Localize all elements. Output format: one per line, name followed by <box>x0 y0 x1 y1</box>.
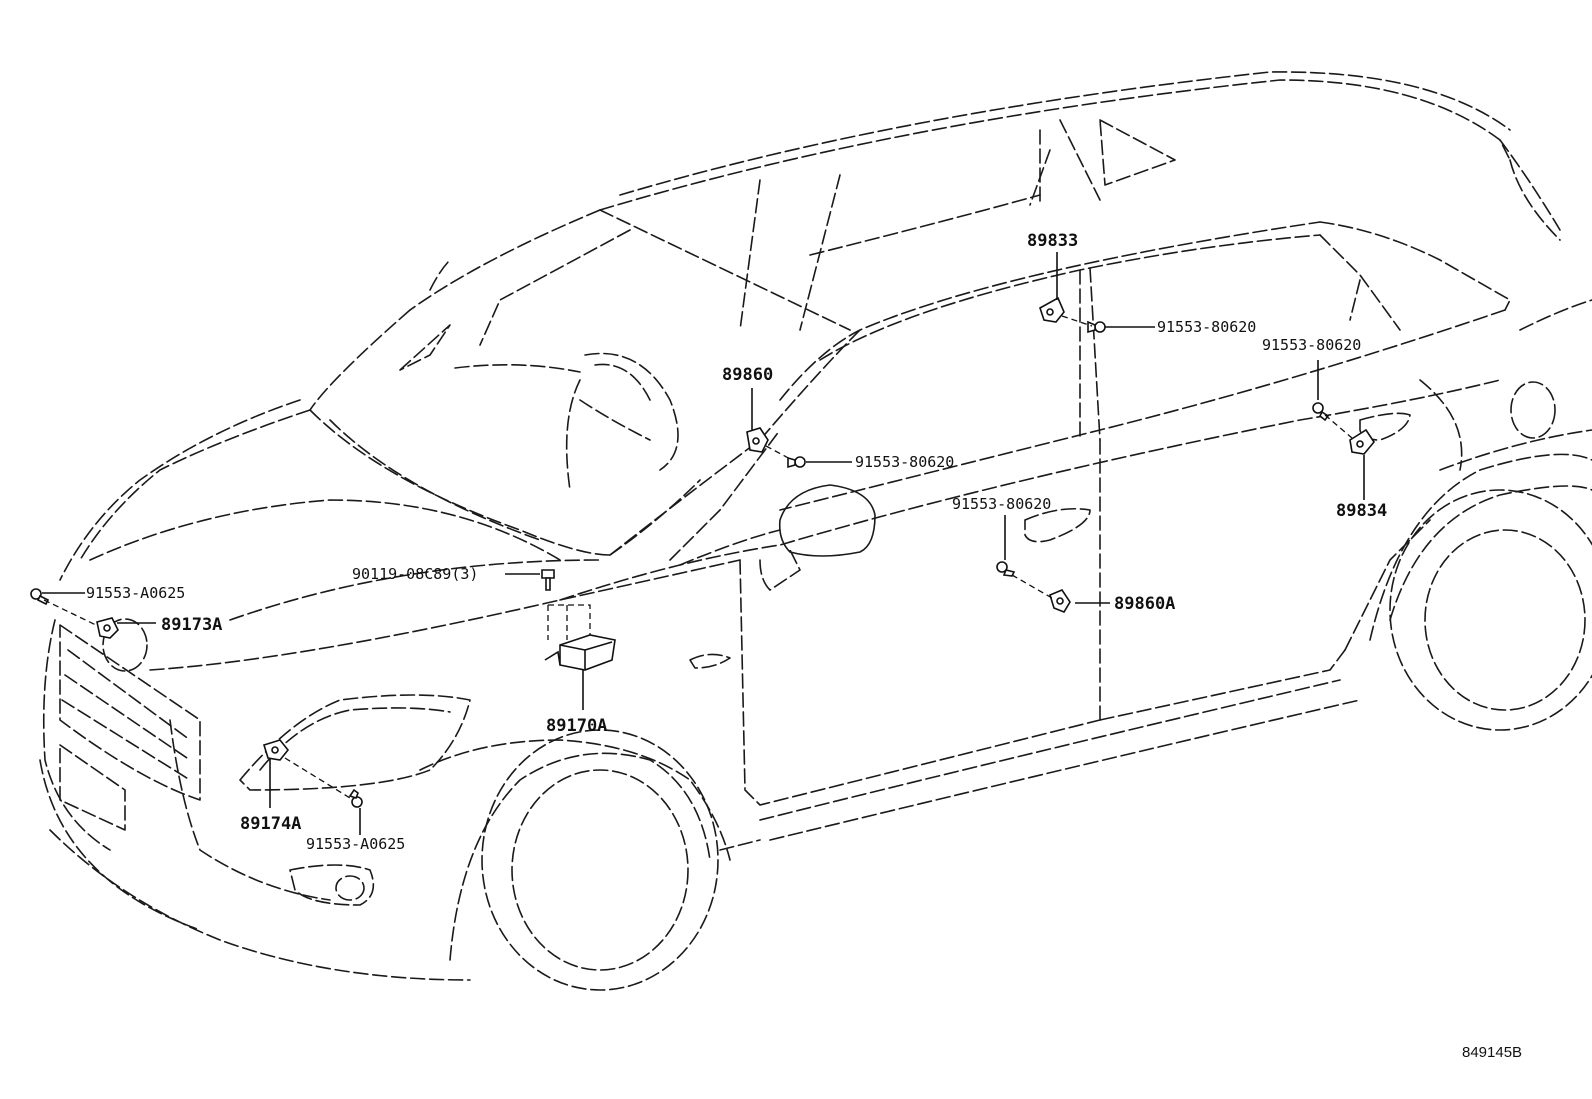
bolt-icon <box>30 588 50 606</box>
bolt-icon <box>1312 402 1330 422</box>
label-89834: 89834 <box>1336 501 1387 521</box>
sensor-89174a-icon <box>263 739 290 761</box>
drawing-code: 849145B <box>1462 1044 1522 1061</box>
car-outline <box>39 71 1592 991</box>
label-90119-08c89: 90119-08C89(3) <box>352 565 478 583</box>
callout-labels: 89833 91553-80620 91553-80620 89860 9155… <box>86 231 1522 1061</box>
sensor-89860a-icon <box>1049 589 1071 613</box>
sensor-89833-icon <box>1039 296 1065 323</box>
label-91553-a0625: 91553-A0625 <box>86 584 185 602</box>
label-91553-80620: 91553-80620 <box>855 453 954 471</box>
sensor-89173a-icon <box>96 617 119 639</box>
label-89173a: 89173A <box>161 615 222 635</box>
leader-lines <box>42 252 1365 835</box>
module-89170a-icon <box>544 604 616 671</box>
bolt-icon <box>1087 320 1106 334</box>
sensor-89834-icon <box>1349 428 1375 455</box>
bolt-icon <box>787 456 806 469</box>
label-89170a: 89170A <box>546 716 607 736</box>
label-89860: 89860 <box>722 365 773 385</box>
label-91553-80620: 91553-80620 <box>1157 318 1256 336</box>
parts <box>30 296 1375 808</box>
label-91553-a0625: 91553-A0625 <box>306 835 405 853</box>
label-91553-80620: 91553-80620 <box>952 495 1051 513</box>
bolt-icon <box>996 561 1016 577</box>
label-89833: 89833 <box>1027 231 1078 251</box>
label-91553-80620: 91553-80620 <box>1262 336 1361 354</box>
sensor-89860-icon <box>746 427 769 453</box>
label-89860a: 89860A <box>1114 594 1175 614</box>
bolt-icon <box>348 788 363 808</box>
label-89174a: 89174A <box>240 814 301 834</box>
bolt-icon <box>541 569 555 591</box>
